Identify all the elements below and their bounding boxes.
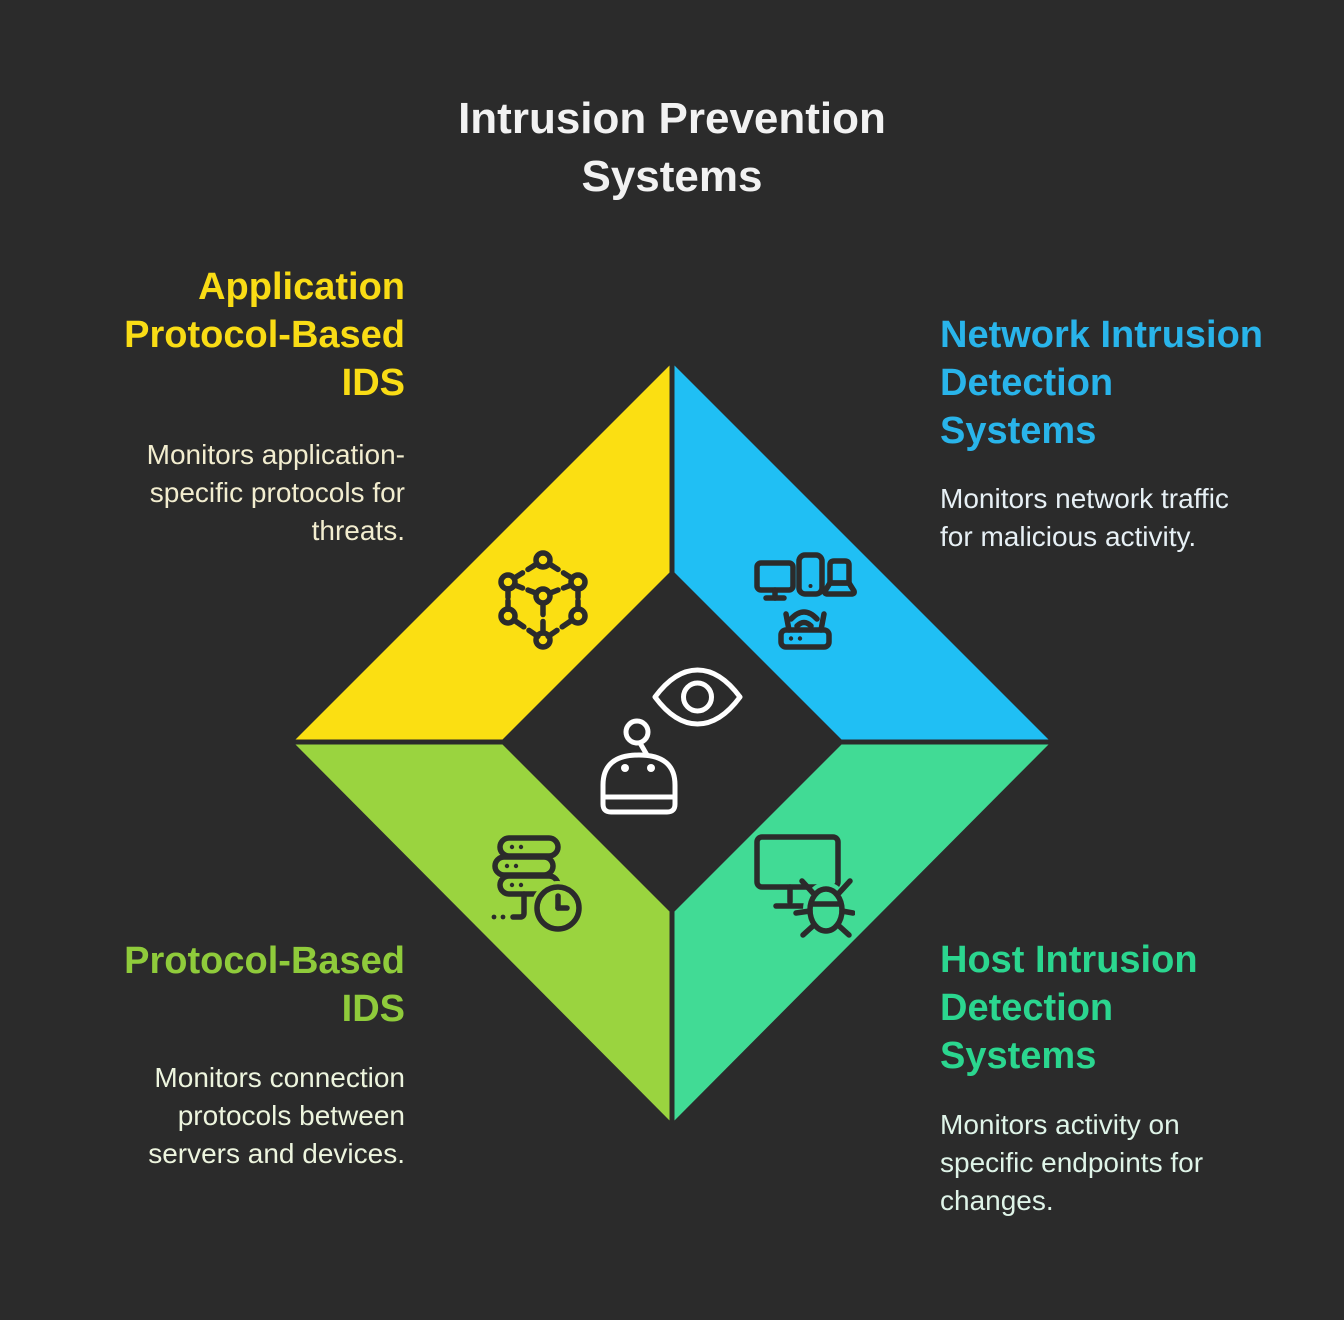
robot-icon: [600, 718, 678, 815]
page-title: Intrusion Prevention Systems: [458, 94, 886, 201]
segment-network-intrusion-detection: [672, 363, 1051, 742]
description-host-intrusion-detection-systems: Monitors activity on specific endpoints …: [940, 1109, 1204, 1216]
connected-devices-icon: [754, 552, 857, 650]
description-application-protocol-based-ids: Monitors application- specific protocols…: [146, 439, 405, 546]
description-protocol-based-ids: Monitors connection protocols between se…: [148, 1062, 405, 1169]
heading-network-intrusion-detection-systems: Network Intrusion Detection Systems: [940, 314, 1264, 452]
server-clock-icon: [491, 835, 585, 935]
heading-host-intrusion-detection-systems: Host Intrusion Detection Systems: [940, 939, 1198, 1077]
heading-protocol-based-ids: Protocol-Based IDS: [124, 940, 405, 1030]
mesh-network-icon: [498, 550, 588, 650]
segment-application-protocol-based-ids: [293, 363, 672, 742]
description-network-intrusion-detection-systems: Monitors network traffic for malicious a…: [940, 483, 1229, 552]
heading-application-protocol-based-ids: Application Protocol-Based IDS: [124, 266, 405, 404]
segment-protocol-based-ids: [293, 742, 672, 1123]
segment-divider-lines: [290, 360, 1054, 1126]
eye-icon: [652, 667, 743, 727]
monitor-bug-icon: [754, 834, 855, 938]
